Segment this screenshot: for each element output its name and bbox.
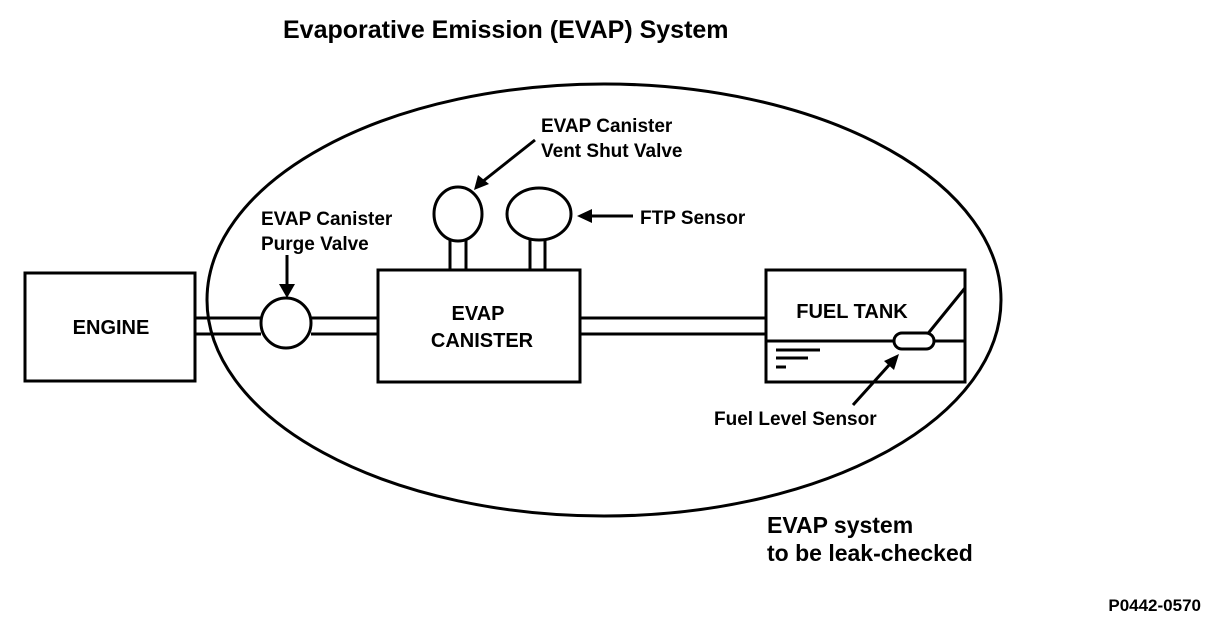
fuel-level-float <box>892 331 936 351</box>
diagram-title: Evaporative Emission (EVAP) System <box>283 16 729 44</box>
canister-tank-pipe <box>580 316 766 336</box>
vent-valve-tube <box>448 240 468 270</box>
fuel-level-sensor-arrow <box>851 354 899 407</box>
canister-label-line2: CANISTER <box>431 330 534 352</box>
figure-code: P0442-0570 <box>1108 596 1201 615</box>
engine-canister-pipe <box>195 316 378 336</box>
leak-check-note-line1: EVAP system <box>767 512 913 538</box>
purge-valve-label-line2: Purge Valve <box>261 234 369 255</box>
leak-check-note-line2: to be leak-checked <box>767 540 973 566</box>
canister-box <box>376 268 582 384</box>
fuel-tank-box <box>764 268 967 384</box>
canister-label-line1: EVAP <box>452 303 505 325</box>
fuel-tank-label: FUEL TANK <box>796 301 908 323</box>
engine-label: ENGINE <box>73 317 150 339</box>
purge-valve-arrow <box>279 255 295 298</box>
vent-valve-arrow <box>474 138 536 190</box>
fuel-surface-marks <box>776 348 820 369</box>
float-arm <box>924 287 967 337</box>
purge-valve-label-line1: EVAP Canister <box>261 209 393 230</box>
ftp-sensor-label: FTP Sensor <box>640 208 746 229</box>
vent-valve-label-line2: Vent Shut Valve <box>541 141 683 162</box>
ftp-sensor-arrow <box>577 209 633 223</box>
purge-valve <box>259 296 313 350</box>
engine-box <box>23 271 197 383</box>
vent-shut-valve <box>432 185 484 243</box>
leak-check-boundary <box>205 82 1003 518</box>
vent-valve-label-line1: EVAP Canister <box>541 116 673 137</box>
ftp-sensor-tube <box>528 240 547 270</box>
ftp-sensor <box>505 186 573 242</box>
fuel-level-sensor-label: Fuel Level Sensor <box>714 409 877 430</box>
